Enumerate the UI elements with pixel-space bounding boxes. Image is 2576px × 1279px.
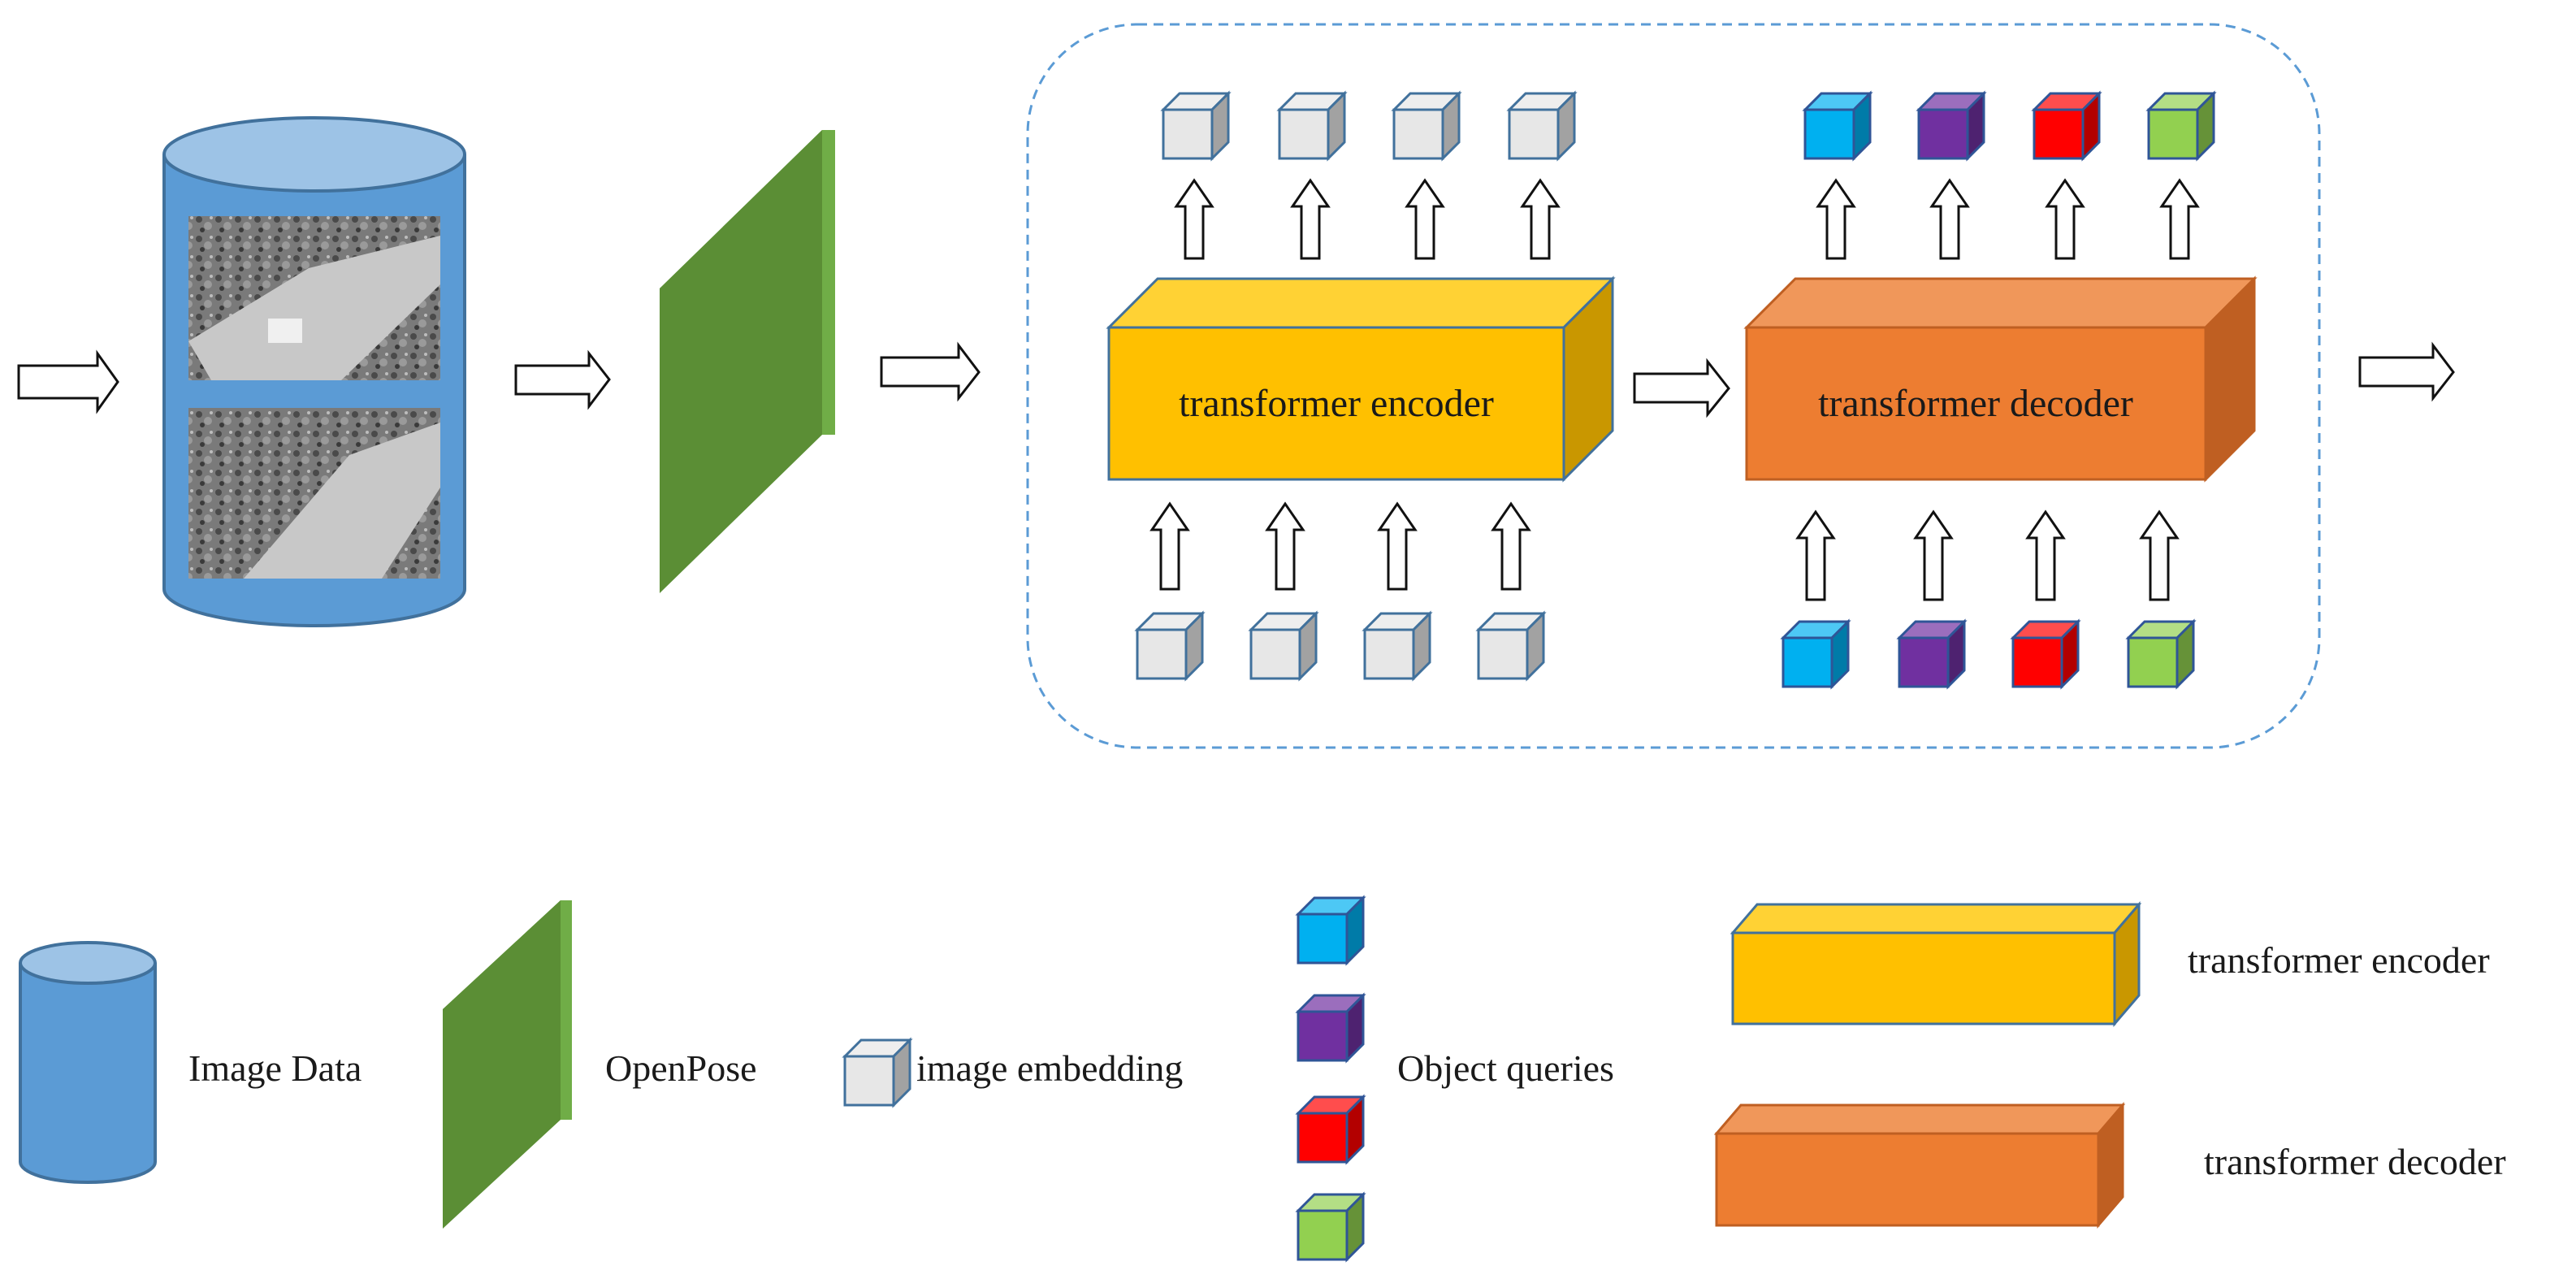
encoder-output-embedding-cube xyxy=(1391,90,1462,162)
legend-query-cube xyxy=(1295,895,1366,966)
encoder-output-arrow xyxy=(1290,178,1331,260)
decoder-label: transformer decoder xyxy=(1818,382,2133,425)
cubes xyxy=(1134,90,2217,690)
arrow-encoder-to-decoder xyxy=(1633,358,1730,418)
decoder-input-query-cube xyxy=(1896,618,1968,690)
encoder-output-arrow xyxy=(1174,178,1214,260)
decoder-input-query-cube xyxy=(2010,618,2081,690)
legend-image-data-label: Image Data xyxy=(188,1047,362,1089)
legend-embedding-cube-icon xyxy=(842,1037,913,1108)
up-arrows xyxy=(1149,178,2200,601)
encoder-label: transformer encoder xyxy=(1179,382,1494,425)
input-arrow xyxy=(17,349,119,414)
legend-openpose-icon xyxy=(443,900,572,1229)
crowd-photo-2 xyxy=(188,408,440,579)
legend-encoder-icon xyxy=(1730,900,2142,1028)
legend-query-cube xyxy=(1295,1094,1366,1165)
openpose-plane xyxy=(660,130,835,593)
decoder-output-arrow xyxy=(1816,178,1856,260)
legend-image-embedding-label: image embedding xyxy=(916,1047,1183,1089)
decoder-input-arrow xyxy=(2025,509,2066,601)
decoder-input-query-cube xyxy=(1780,618,1851,690)
encoder-input-embedding-cube xyxy=(1248,610,1319,682)
decoder-output-query-cube xyxy=(1802,90,1873,162)
decoder-output-query-cube xyxy=(2031,90,2102,162)
decoder-input-query-cube xyxy=(2125,618,2197,690)
decoder-input-arrow xyxy=(1795,509,1836,601)
encoder-output-arrow xyxy=(1405,178,1445,260)
decoder-output-arrow xyxy=(1929,178,1970,260)
decoder-output-arrow xyxy=(2159,178,2200,260)
encoder-input-embedding-cube xyxy=(1134,610,1206,682)
transformer-encoder-box: transformer encoder xyxy=(1106,275,1616,483)
decoder-output-query-cube xyxy=(1916,90,1987,162)
encoder-output-arrow xyxy=(1520,178,1561,260)
encoder-input-arrow xyxy=(1377,501,1418,591)
encoder-input-embedding-cube xyxy=(1362,610,1433,682)
encoder-output-embedding-cube xyxy=(1160,90,1232,162)
crowd-photo-1 xyxy=(188,216,440,380)
legend-query-cube xyxy=(1295,992,1366,1064)
decoder-output-arrow xyxy=(2045,178,2085,260)
decoder-output-query-cube xyxy=(2145,90,2217,162)
legend-embedding-cube xyxy=(842,1037,913,1108)
decoder-input-arrow xyxy=(1913,509,1954,601)
transformer-container xyxy=(1026,23,2321,749)
legend-decoder-icon xyxy=(1713,1101,2126,1229)
encoder-output-embedding-cube xyxy=(1506,90,1578,162)
legend-object-queries-label: Object queries xyxy=(1397,1047,1614,1089)
legend-query-cube xyxy=(1295,1191,1366,1263)
legend-object-query-cubes xyxy=(1295,895,1366,1263)
transformer-decoder-box: transformer decoder xyxy=(1743,275,2258,483)
output-arrow xyxy=(2358,341,2455,402)
encoder-input-arrow xyxy=(1149,501,1190,591)
arrow-to-openpose xyxy=(514,349,611,410)
encoder-input-arrow xyxy=(1491,501,1531,591)
image-data-cylinder xyxy=(162,116,466,627)
legend-cylinder-icon xyxy=(19,941,157,1184)
encoder-output-embedding-cube xyxy=(1276,90,1348,162)
arrow-to-transformer xyxy=(880,341,981,402)
encoder-input-arrow xyxy=(1265,501,1305,591)
decoder-input-arrow xyxy=(2139,509,2180,601)
legend: Image Data OpenPose image embedding Obje… xyxy=(19,895,2506,1263)
legend-transformer-decoder-label: transformer decoder xyxy=(2204,1141,2506,1182)
legend-transformer-encoder-label: transformer encoder xyxy=(2188,939,2490,981)
encoder-input-embedding-cube xyxy=(1475,610,1547,682)
legend-openpose-label: OpenPose xyxy=(605,1047,757,1089)
